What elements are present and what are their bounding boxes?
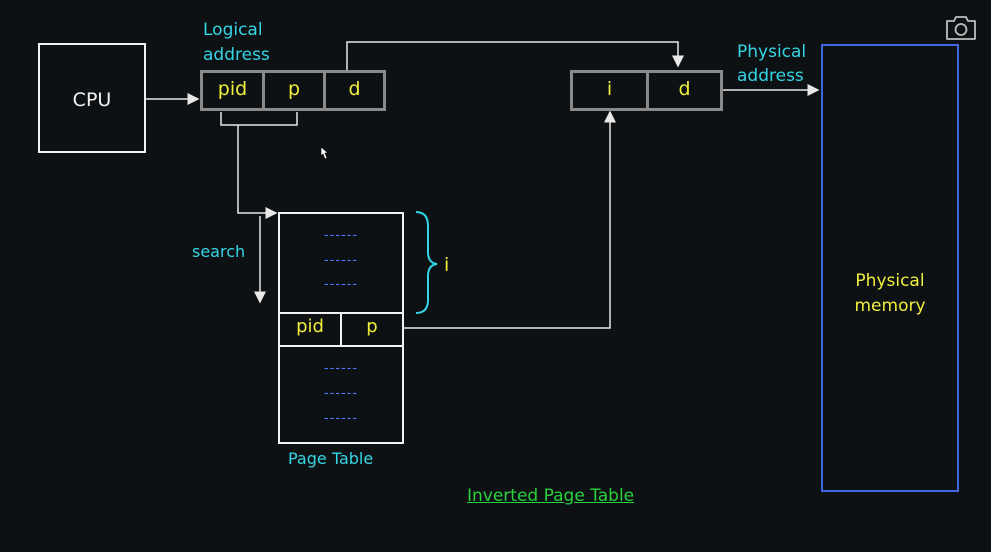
physical-memory: Physical memory bbox=[821, 44, 959, 492]
page-table-caption: Page Table bbox=[288, 449, 374, 468]
cpu-box: CPU bbox=[38, 43, 146, 153]
physical-address-caption-1: Physical bbox=[737, 42, 807, 62]
logical-field-p-label: p bbox=[287, 78, 301, 100]
diagram-title: Inverted Page Table bbox=[467, 486, 635, 506]
page-table-upper: ------ ------ ------ bbox=[280, 214, 402, 314]
camera-icon[interactable] bbox=[944, 14, 978, 42]
page-table-lower: ------ ------ ------ bbox=[280, 349, 402, 442]
cpu-label: CPU bbox=[72, 89, 112, 111]
logical-field-p: p bbox=[265, 73, 326, 108]
entry-dashes-4: ------ bbox=[323, 361, 359, 376]
physical-field-d-label: d bbox=[678, 78, 691, 100]
entry-dashes-6: ------ bbox=[323, 411, 359, 426]
physical-field-i-label: i bbox=[606, 78, 613, 100]
physical-field-d: d bbox=[649, 73, 720, 108]
page-table-match-row: pid p bbox=[280, 314, 402, 347]
logical-field-pid-label: pid bbox=[217, 78, 248, 100]
arrow-to-page-table bbox=[237, 125, 278, 219]
entry-dashes-2: ------ bbox=[323, 253, 359, 268]
search-label: search bbox=[192, 242, 246, 261]
physical-field-i: i bbox=[573, 73, 649, 108]
arrow-index-to-i bbox=[404, 110, 616, 329]
physical-memory-label-2: memory bbox=[854, 296, 926, 316]
logical-field-d-label: d bbox=[348, 78, 361, 100]
match-row-pid: pid bbox=[280, 314, 342, 345]
match-row-p-label: p bbox=[366, 316, 378, 337]
match-row-pid-label: pid bbox=[296, 316, 324, 337]
physical-memory-label-1: Physical bbox=[855, 271, 925, 291]
mouse-cursor-icon bbox=[320, 146, 329, 160]
pid-p-bracket bbox=[220, 112, 298, 126]
arrow-offset-d bbox=[346, 41, 684, 70]
match-row-p: p bbox=[342, 314, 402, 345]
entry-dashes-5: ------ bbox=[323, 386, 359, 401]
entry-dashes-3: ------ bbox=[323, 277, 359, 292]
logical-field-d: d bbox=[326, 73, 383, 108]
logical-address-caption-1: Logical bbox=[203, 20, 263, 40]
index-brace bbox=[415, 211, 438, 314]
logical-field-pid: pid bbox=[203, 73, 265, 108]
logical-address-box: pid p d bbox=[200, 70, 386, 111]
physical-address-caption-2: address bbox=[737, 66, 804, 86]
entry-dashes-1: ------ bbox=[323, 228, 359, 243]
logical-address-caption-2: address bbox=[203, 45, 270, 65]
physical-address-box: i d bbox=[570, 70, 723, 111]
index-label: i bbox=[444, 254, 450, 276]
page-table: ------ ------ ------ pid p ------ ------… bbox=[278, 212, 404, 444]
